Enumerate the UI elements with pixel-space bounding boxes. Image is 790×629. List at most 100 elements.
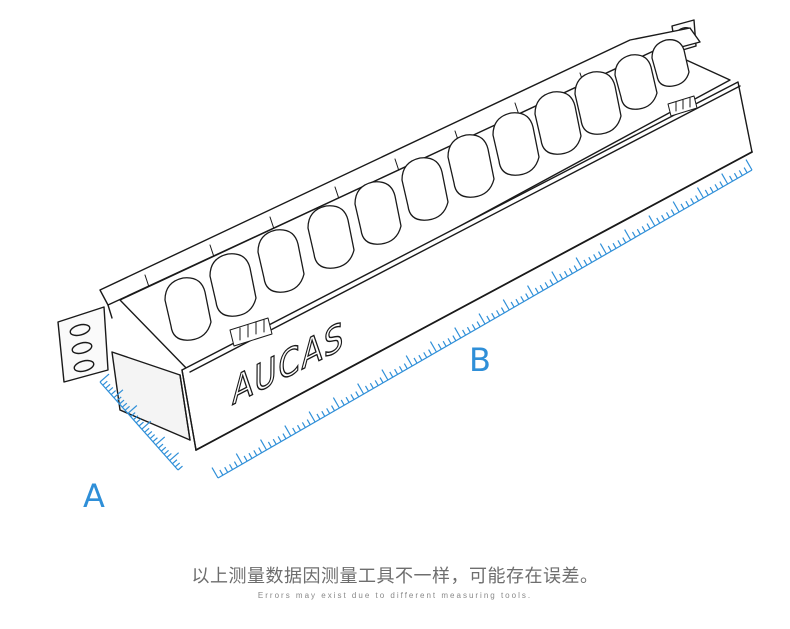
ruler-tick [119,399,125,405]
ruler-tick [607,245,612,252]
ruler-tick [124,405,130,411]
ruler-tick [437,343,442,350]
ruler-tick [146,431,153,436]
ruler-tick [105,383,111,389]
ruler-tick [593,254,598,260]
ruler-tick [357,383,365,395]
ruler-tick [695,195,700,202]
ruler-tick [160,446,167,452]
ruler-tick [130,412,136,418]
ruler-tick [243,455,248,462]
ruler-tick [152,437,158,443]
ruler-tick [704,189,709,196]
ruler-tick [670,209,675,216]
ruler-tick [568,268,573,274]
ruler-tick [177,465,183,471]
ruler-tick [719,181,724,188]
ruler-tick [394,368,399,375]
ruler-tick [121,402,128,408]
ruler-tick [423,352,428,358]
ruler-tick [462,329,467,336]
ruler-tick [738,170,743,176]
ruler-tick [405,355,413,367]
ruler-tick [282,433,287,440]
ruler-tick [135,418,142,424]
ruler-tick [253,450,258,456]
left-mount-holes [69,323,95,373]
ruler-tick [502,299,510,311]
ruler-tick [127,405,138,414]
ruler-tick [641,226,646,232]
ruler-tick [144,427,150,433]
ruler-tick [442,340,447,347]
ruler-tick [428,349,433,356]
ruler-tick [149,434,156,440]
ruler-tick [155,436,166,446]
ruler-tick [260,439,268,451]
ruler-tick [316,413,321,420]
dimension-label-a: A [83,477,105,515]
ruler-tick [491,312,496,319]
ruler-tick [471,324,476,330]
ruler-tick [306,419,311,426]
ruler-tick [500,307,505,314]
ruler-tick [326,408,331,414]
ruler-tick [389,371,394,378]
ruler-tick [418,354,423,361]
ruler-tick [340,399,345,406]
ruler-tick [301,422,306,428]
ruler-tick [99,373,110,383]
ruler-tick [141,420,152,430]
ruler-tick [573,265,578,272]
ruler-tick [369,382,374,389]
ruler-tick [447,338,452,344]
ruler-tick [496,310,501,316]
ruler-tick [527,285,535,297]
ruler-tick [297,424,302,431]
ruler-tick [622,237,627,244]
ruler-tick [258,447,263,454]
ruler-tick [525,293,530,300]
ruler-tick [233,461,238,468]
ruler-tick [163,449,169,455]
ruler-tick [599,243,607,255]
ruler-tick [551,271,559,283]
ruler-tick [709,186,714,193]
ruler-tick [110,390,117,396]
ruler-tick [672,201,680,213]
ruler-tick [133,415,139,421]
ruler-tick [661,214,666,221]
ruler-tick [624,229,632,241]
ruler-tick [559,273,564,280]
ruler-tick [429,341,437,353]
comb-slots [164,39,690,341]
ruler-tick [685,200,690,207]
ruler-tick [743,167,748,174]
bottom-tray [111,351,191,441]
ruler-tick [588,256,593,263]
ruler-tick [277,436,282,442]
ruler-tick [648,215,656,227]
ruler-tick [575,257,583,269]
ruler-tick [330,405,336,412]
ruler-tick [544,282,549,288]
ruler-tick [539,284,544,291]
ruler-tick [284,425,292,437]
ruler-tick [690,198,695,204]
ruler-tick [398,366,403,372]
ruler-tick [515,298,520,305]
dimension-label-b: B [469,341,491,379]
ruler-tick [721,173,729,185]
dimension-ruler-a [99,373,183,471]
ruler-tick [364,385,370,392]
caption-english: Errors may exist due to different measur… [257,591,533,600]
left-mount-bracket [57,306,109,383]
ruler-tick [158,443,164,449]
ruler-tick [665,212,670,218]
ruler-tick [235,453,243,465]
ruler-tick [166,453,172,458]
ruler-tick [292,427,297,434]
ruler-tick [102,380,108,386]
ruler-tick [745,159,753,171]
ruler-tick [267,441,272,448]
